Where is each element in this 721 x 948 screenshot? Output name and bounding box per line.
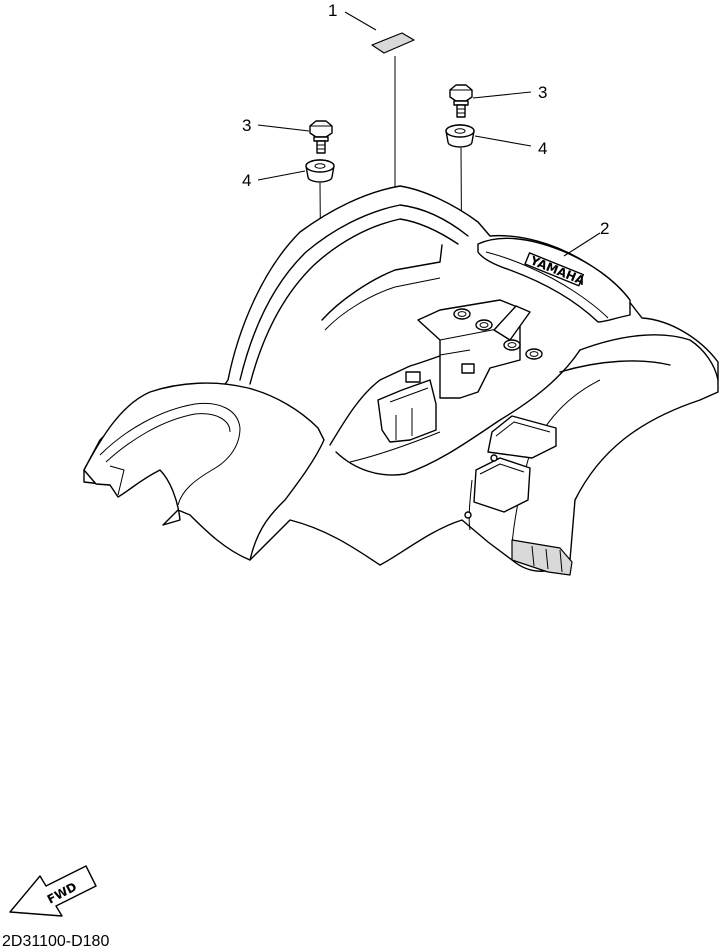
grommet-left xyxy=(305,159,335,183)
rear-fender: YAMAHA xyxy=(83,185,719,576)
callout-1: 1 xyxy=(328,1,337,20)
callout-2: 2 xyxy=(600,219,609,238)
grommet-right xyxy=(445,124,475,148)
callout-3-right-leader xyxy=(472,91,532,99)
bolt-left xyxy=(309,120,333,154)
callout-4-right: 4 xyxy=(538,139,547,158)
drawing-code: 2D31100-D180 xyxy=(2,933,109,948)
fwd-arrow-icon: FWD xyxy=(9,865,97,917)
callout-3-right: 3 xyxy=(538,83,547,102)
callout-3-left-leader xyxy=(257,124,310,132)
label-decal xyxy=(371,32,415,54)
callout-4-right-leader xyxy=(474,135,532,147)
callout-4-left: 4 xyxy=(242,171,251,190)
callout-2-leader xyxy=(563,232,601,257)
callout-3-left: 3 xyxy=(242,116,251,135)
callout-4-left-leader xyxy=(257,170,306,181)
bolt-right xyxy=(449,84,473,118)
callout-1-leader xyxy=(344,11,377,31)
